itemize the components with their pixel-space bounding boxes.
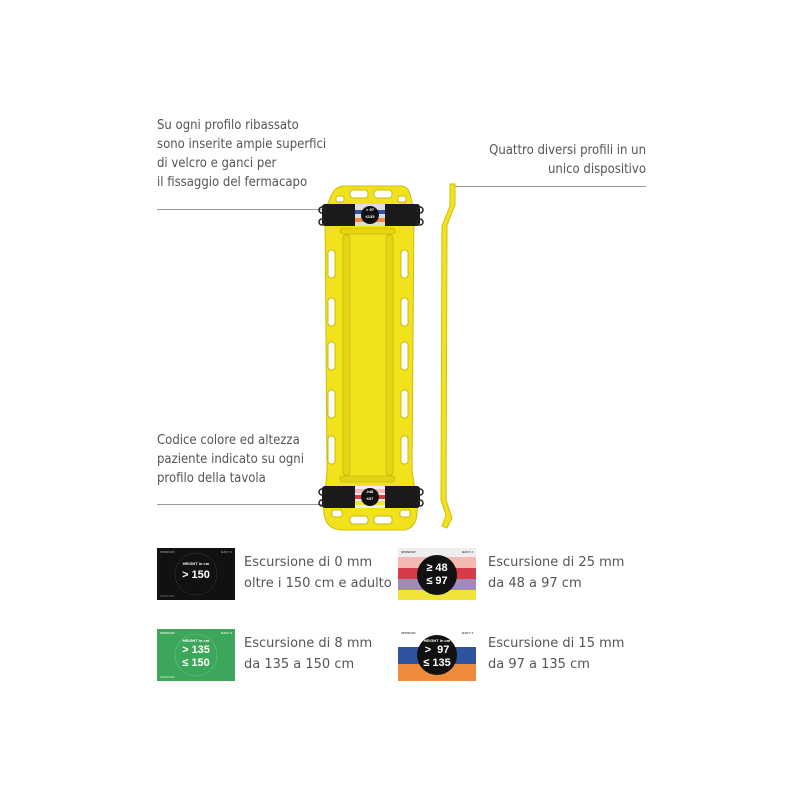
board-label-top-lower: ≤135 <box>365 214 375 219</box>
card-black: SPENCER BAKY 3 HEIGHT in cm > 150 SPENCE… <box>157 548 235 600</box>
leader-velcro <box>157 209 323 210</box>
board-label-bottom-lower: ≤97 <box>366 496 374 501</box>
card-green: SPENCER BAKY 3 HEIGHT in cm > 135 ≤ 150 … <box>157 629 235 681</box>
card-pink-graphic <box>398 555 476 600</box>
callout-velcro: Su ogni profilo ribassato sono inserite … <box>157 118 327 190</box>
board-label-top-upper: > 97 <box>366 207 374 212</box>
board-label-bottom-upper: ≥48 <box>366 489 374 494</box>
caption-blue: Escursione di 15 mm da 97 a 135 cm <box>488 636 625 672</box>
callout-color-code: Codice colore ed altezza paziente indica… <box>157 433 304 486</box>
callout-profiles: Quattro diversi profili in un unico disp… <box>489 143 646 177</box>
card-blue-graphic <box>398 635 476 681</box>
leader-profiles <box>455 186 646 187</box>
card-pink: SPENCER BAKY 3 ≥ 48 ≤ 97 <box>398 548 476 600</box>
leader-color-code <box>157 504 323 505</box>
card-blue: SPENCER BAKY 3 HEIGHT in cm > 97 ≤ 135 <box>398 629 476 681</box>
caption-pink: Escursione di 25 mm da 48 a 97 cm <box>488 555 625 591</box>
card-green-graphic <box>174 633 218 677</box>
card-black-graphic <box>174 552 218 596</box>
caption-green: Escursione di 8 mm da 135 a 150 cm <box>244 636 373 672</box>
caption-black: Escursione di 0 mm oltre i 150 cm e adul… <box>244 555 392 591</box>
